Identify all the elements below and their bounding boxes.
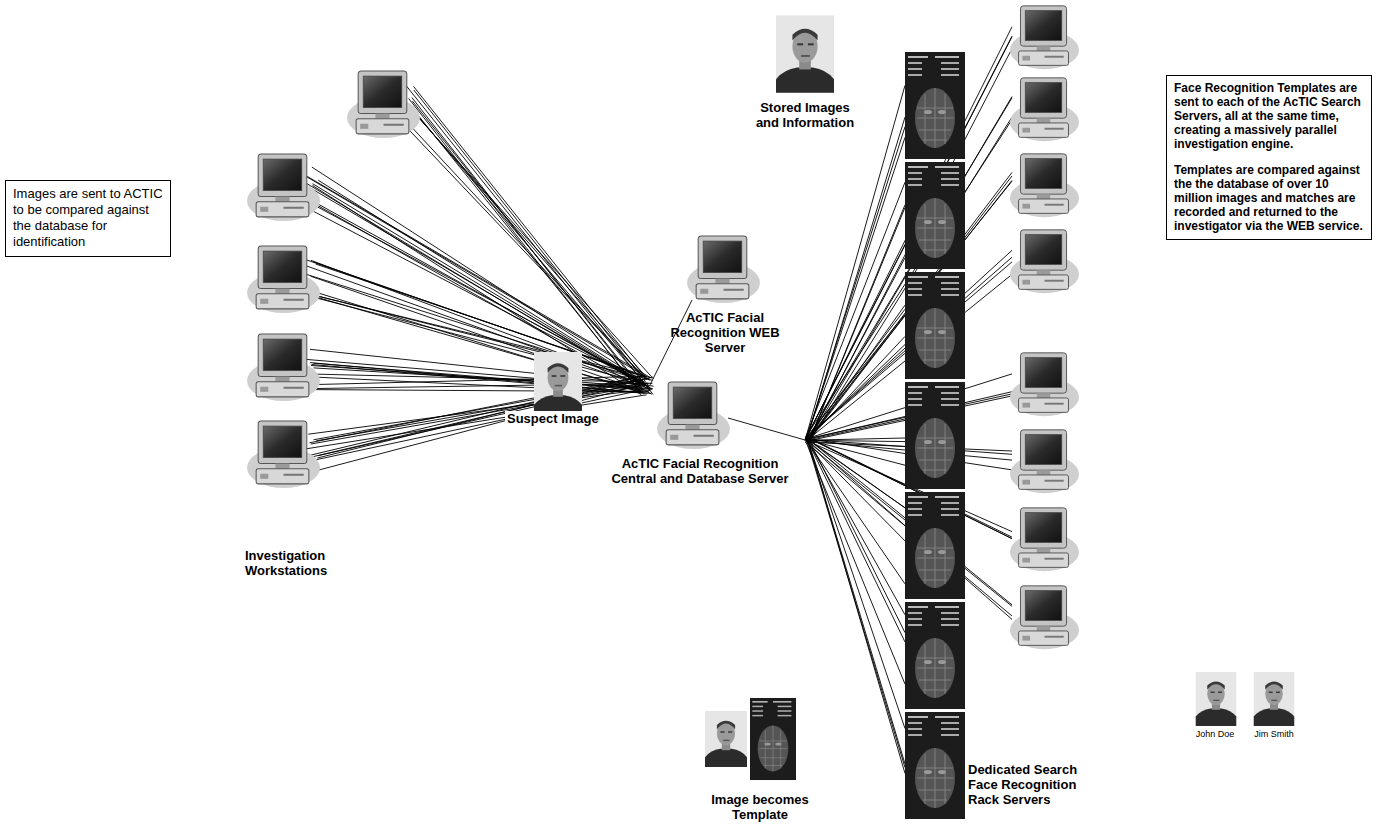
box-text: Face Recognition Templates are sent to e…	[1174, 81, 1364, 151]
network-line	[306, 359, 640, 387]
search-server-icon	[1010, 78, 1079, 141]
image-label: Image becomes Template	[700, 792, 820, 822]
rack-server-panel	[905, 162, 965, 269]
workstation-icon	[247, 154, 320, 221]
network-line	[308, 383, 649, 473]
network-line	[807, 438, 905, 773]
network-line	[304, 274, 643, 381]
search-server-icon	[1010, 230, 1079, 293]
server-label: AcTIC Facial Recognition Central and Dat…	[600, 456, 800, 486]
suspect-photo	[534, 352, 582, 416]
rack-server-panel	[905, 272, 965, 379]
workstation-icon	[247, 246, 320, 313]
network-line	[313, 363, 650, 390]
network-line	[806, 336, 905, 442]
network-line	[312, 167, 645, 382]
network-line	[809, 440, 906, 508]
network-line	[805, 27, 1012, 441]
image-label: Stored Images and Information	[750, 100, 860, 130]
john-doe-photo	[1196, 672, 1237, 726]
search-server-icon	[1010, 508, 1079, 571]
search-server-icon	[1010, 430, 1079, 493]
note-box: Face Recognition Templates are sent to e…	[1166, 75, 1372, 240]
network-line	[805, 36, 1012, 439]
network-line	[805, 37, 1012, 440]
box-text: Templates are compared against the the d…	[1174, 163, 1364, 233]
group-label: Investigation Workstations	[245, 548, 355, 578]
rack-server-panel	[905, 52, 965, 159]
jim-smith-photo	[1254, 672, 1295, 726]
network-line	[310, 376, 646, 443]
network-line	[414, 90, 648, 385]
network-line	[805, 182, 905, 438]
callout-box: Images are sent to ACTIC to be compared …	[5, 180, 171, 257]
network-line	[410, 107, 650, 380]
workstation-icon	[347, 71, 420, 138]
image-label: Suspect Image	[505, 411, 601, 426]
network-line	[728, 418, 805, 440]
network-line	[307, 200, 652, 395]
network-line	[307, 176, 650, 377]
template-panel	[750, 698, 796, 780]
network-line	[314, 378, 650, 439]
network-line	[308, 390, 641, 434]
search-server-icon	[1010, 586, 1079, 649]
search-server-icon	[1010, 353, 1079, 416]
network-line	[318, 383, 640, 456]
network-line	[807, 439, 905, 508]
network-line	[806, 437, 905, 642]
network-line	[805, 85, 905, 440]
stored-photo	[776, 15, 834, 92]
central-server-icon	[657, 382, 730, 449]
group-label: Dedicated Search Face Recognition Rack S…	[968, 762, 1096, 807]
network-line	[310, 349, 654, 386]
network-line	[650, 300, 692, 385]
network-line	[808, 440, 906, 615]
network-line	[310, 377, 652, 457]
server-label: AcTIC Facial Recognition WEB Server	[650, 310, 800, 355]
network-line	[412, 98, 642, 391]
network-line	[809, 205, 906, 443]
network-line	[307, 208, 640, 382]
network-line	[311, 385, 646, 444]
network-line	[306, 390, 643, 462]
workstation-icon	[247, 334, 320, 401]
network-line	[305, 176, 646, 377]
web-server-icon	[687, 236, 760, 303]
box-text: Images are sent to ACTIC to be compared …	[13, 186, 163, 250]
rack-server-panel	[905, 602, 965, 709]
network-line	[311, 260, 644, 385]
workstation-icon	[247, 421, 320, 488]
rack-server-panel	[905, 712, 965, 819]
rack-server-panel	[905, 382, 965, 489]
search-server-icon	[1010, 154, 1079, 217]
source-photo	[705, 711, 747, 767]
network-line	[316, 383, 645, 441]
network-line	[808, 438, 905, 440]
search-server-icon	[1010, 6, 1079, 69]
network-line	[306, 375, 644, 456]
network-line	[304, 395, 647, 449]
network-line	[318, 180, 646, 385]
photo-caption: John Doe	[1186, 729, 1244, 740]
network-line	[807, 117, 905, 438]
network-line	[406, 126, 647, 379]
rack-server-panel	[905, 492, 965, 599]
photo-caption: Jim Smith	[1244, 729, 1304, 740]
network-line	[313, 262, 646, 377]
network-line	[809, 208, 905, 442]
network-line	[409, 98, 641, 393]
